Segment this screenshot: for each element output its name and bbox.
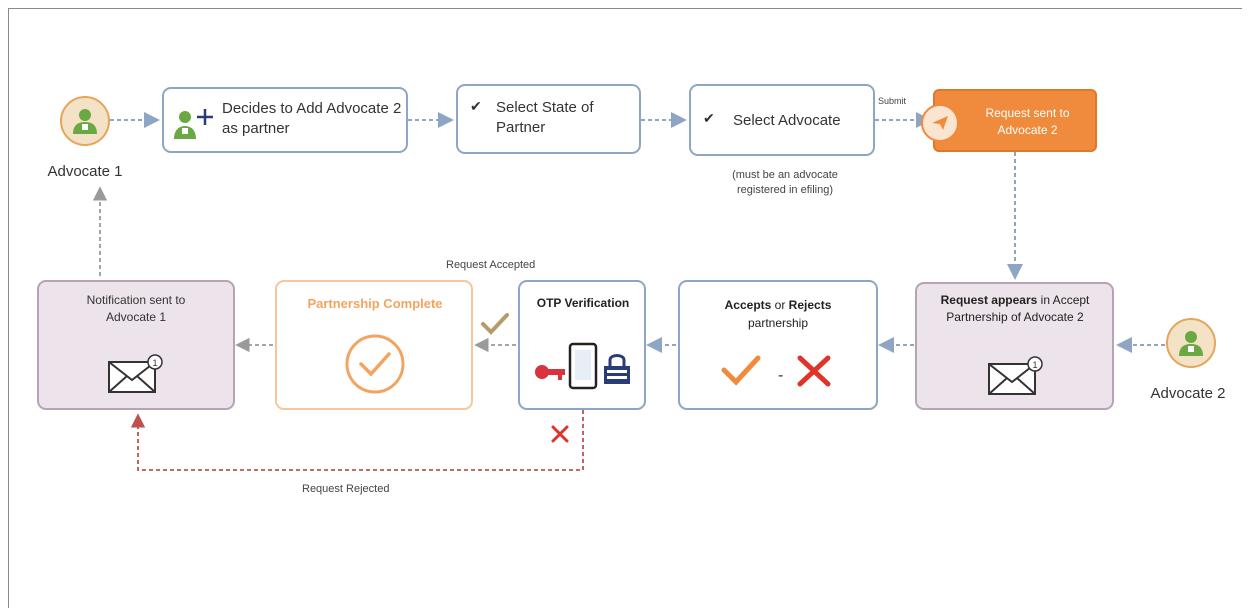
otp-verification-box: OTP Verification <box>518 280 646 410</box>
accepted-check-icon <box>481 313 509 335</box>
request-accepted-label: Request Accepted <box>446 259 536 271</box>
request-sent-box: Request sent to Advocate 2 <box>921 89 1097 152</box>
partnership-complete-box: Partnership Complete <box>275 280 473 410</box>
accepts-rejects-text: Accepts or Rejects partnership <box>690 296 866 332</box>
mail-notification-icon: 1 <box>988 356 1043 395</box>
request-appears-rest: in Accept Partnership of Advocate 2 <box>946 293 1090 324</box>
decide-box: Decides to Add Advocate 2 as partner <box>162 87 408 153</box>
svg-text:1: 1 <box>1032 360 1037 370</box>
rejects-bold: Rejects <box>788 298 832 312</box>
notification-box: Notification sent to Advocate 1 1 <box>37 280 235 410</box>
diagram-frame <box>8 8 1242 608</box>
request-rejected-label: Request Rejected <box>302 483 390 495</box>
key-icon <box>535 365 565 380</box>
notification-text: Notification sent to Advocate 1 <box>86 293 186 324</box>
decide-text: Decides to Add Advocate 2 as partner <box>222 100 402 137</box>
accepts-bold: Accepts <box>724 298 772 312</box>
select-state-text: Select State of Partner <box>496 99 594 136</box>
partnership-text: partnership <box>747 316 809 330</box>
request-appears-text: Request appears in Accept Partnership of… <box>927 292 1103 326</box>
complete-check-circle-icon <box>345 334 405 394</box>
reject-x-icon <box>797 355 831 387</box>
request-sent-text: Request sent to Advocate 2 <box>985 106 1070 137</box>
or-dash-icon: - <box>778 367 783 384</box>
add-user-icon <box>174 109 213 139</box>
connector-lines <box>92 112 1165 471</box>
mail-notification-icon: 1 <box>108 354 163 393</box>
lock-icon <box>604 354 630 384</box>
advocate2-avatar-icon <box>1166 318 1216 368</box>
accept-check-icon <box>721 355 761 386</box>
accept-reject-icons: - <box>721 355 831 387</box>
advocate-note: (must be an advocate registered in efili… <box>732 169 838 196</box>
paper-plane-icon <box>921 104 959 142</box>
check-icon: ✔ <box>703 110 715 126</box>
accepts-rejects-box: Accepts or Rejects partnership - <box>678 280 878 410</box>
edge-rejected-path <box>130 410 584 471</box>
phone-key-lock-icon <box>535 342 630 390</box>
rejected-x-icon <box>551 425 569 443</box>
request-appears-bold: Request appears <box>940 293 1038 307</box>
select-advocate-box: ✔ Select Advocate <box>689 84 875 156</box>
advocate1-avatar-icon <box>60 96 110 146</box>
advocate2-label: Advocate 2 <box>1150 385 1226 402</box>
submit-label: Submit <box>878 96 907 106</box>
select-state-box: ✔ Select State of Partner <box>456 84 641 154</box>
advocate1-label: Advocate 1 <box>47 163 123 180</box>
otp-text: OTP Verification <box>536 296 630 310</box>
select-advocate-text: Select Advocate <box>733 112 841 129</box>
partnership-complete-text: Partnership Complete <box>307 296 443 311</box>
request-appears-box: Request appears in Accept Partnership of… <box>915 282 1114 410</box>
svg-text:1: 1 <box>152 358 157 368</box>
or-text: or <box>774 298 786 312</box>
check-icon: ✔ <box>470 98 482 114</box>
